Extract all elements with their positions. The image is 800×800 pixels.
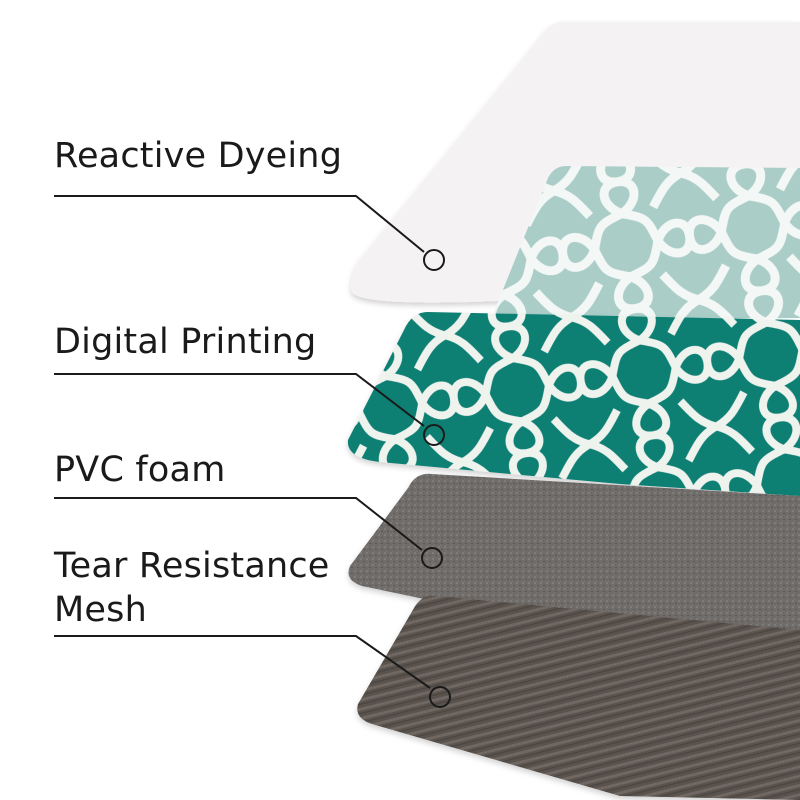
digital-printing-light-sheet <box>494 166 800 321</box>
label-tear-resistance-mesh: Tear Resistance Mesh <box>54 544 330 632</box>
leader-digital-printing <box>54 373 445 446</box>
label-tear-resistance-line-1: Tear Resistance <box>54 546 330 586</box>
leader-reactive-dyeing <box>54 195 445 271</box>
tear-resistance-mesh-layer <box>357 595 800 800</box>
leader-tear-resistance-mesh <box>54 635 451 708</box>
label-reactive-dyeing: Reactive Dyeing <box>54 136 343 176</box>
label-digital-printing: Digital Printing <box>54 322 317 362</box>
digital-printing-layer <box>347 312 800 496</box>
label-pvc-foam: PVC foam <box>54 450 226 490</box>
leader-pvc-foam <box>54 497 443 569</box>
label-tear-resistance-line-2: Mesh <box>54 590 147 630</box>
